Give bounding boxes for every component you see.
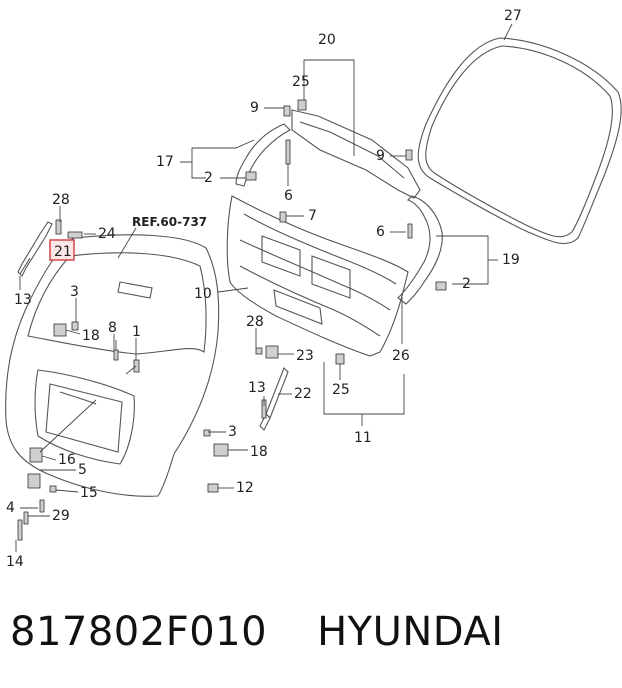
callout-29: 29 [52,508,70,524]
callout-13-left: 13 [14,292,32,308]
callout-7: 7 [308,208,317,224]
callout-6-right: 6 [376,224,385,240]
part-number: 817802F010 [10,609,268,655]
tailgate-panel-part [5,234,220,497]
callout-27: 27 [504,8,522,24]
brand-name: HYUNDAI [317,609,504,655]
callout-10: 10 [194,286,212,302]
callout-labels: 27 20 25 9 9 17 2 6 28 REF.60-737 7 24 6… [6,8,522,570]
callout-18-right: 18 [250,444,268,460]
callout-3-right: 3 [228,424,237,440]
callout-2-right: 2 [462,276,471,292]
side-garnish-left-part [235,123,291,187]
callout-13-right: 13 [248,380,266,396]
callout-15: 15 [80,485,98,501]
part-caption: 817802F010 HYUNDAI [10,600,610,664]
callout-2-left: 2 [204,170,213,186]
upper-garnish-part [291,109,421,199]
callout-4: 4 [6,500,15,516]
callout-18-left: 18 [82,328,100,344]
callout-14: 14 [6,554,24,570]
callout-9-right: 9 [376,148,385,164]
callout-23: 23 [296,348,314,364]
callout-11: 11 [354,430,372,446]
leader-lines [15,23,513,552]
callout-9-left: 9 [250,100,259,116]
hardware-parts [17,99,447,541]
callout-12: 12 [236,480,254,496]
callout-28-left: 28 [52,192,70,208]
callout-16: 16 [58,452,76,468]
callout-17: 17 [156,154,174,170]
callout-28-right: 28 [246,314,264,330]
gas-strut-left-part [17,221,53,277]
callout-20: 20 [318,32,336,48]
gas-strut-22-part [259,367,289,431]
callout-5: 5 [78,462,87,478]
callout-22: 22 [294,386,312,402]
highlight-box [49,239,75,261]
weatherstrip-part [417,37,622,245]
side-garnish-right-part [397,195,443,305]
callout-6-top: 6 [284,188,293,204]
callout-19: 19 [502,252,520,268]
callout-21-highlighted: 21 [54,244,72,260]
reference-label: REF.60-737 [132,215,207,229]
callout-8: 8 [108,320,117,336]
callout-1: 1 [132,324,141,340]
callout-25-top: 25 [292,74,310,90]
tailgate-exploded-diagram: 27 20 25 9 9 17 2 6 28 REF.60-737 7 24 6… [5,8,622,570]
callout-25-bottom: 25 [332,382,350,398]
callout-24: 24 [98,226,116,242]
callout-3-left: 3 [70,284,79,300]
callout-26: 26 [392,348,410,364]
inner-trim-panel-part [226,195,409,357]
